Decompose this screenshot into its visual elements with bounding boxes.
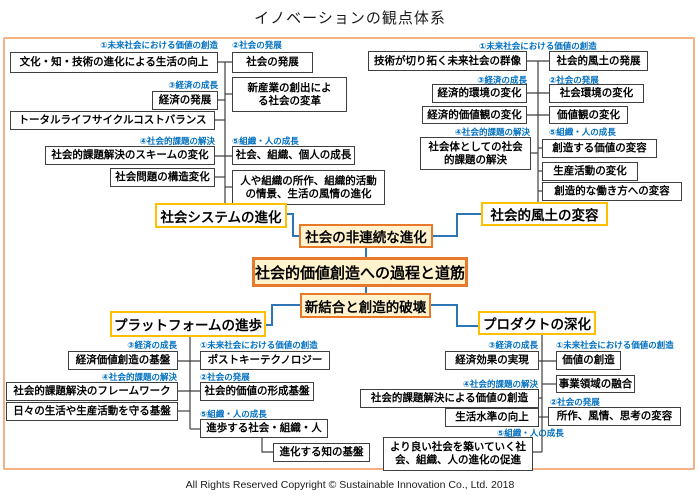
node-social-climate-transformation: 社会的風土の変容 <box>481 202 608 226</box>
box-daily-life-protection-base: 日々の生活や生産活動を守る基盤 <box>6 402 178 421</box>
box-production-activity-change: 生産活動の変化 <box>542 162 638 181</box>
node-value-creation-process-path: 社会的価値創造への過程と道筋 <box>252 257 468 287</box>
node-discontinuous-social-evolution: 社会の非連続な進化 <box>299 224 433 248</box>
box-economic-environment-change: 経済的環境の変化 <box>432 84 527 103</box>
category-tag-econ-growth: ③経済の成長 <box>488 340 538 350</box>
box-social-climate-development: 社会的風土の発展 <box>549 51 648 71</box>
box-future-society-by-tech: 技術が切り拓く未来社会の群像 <box>368 51 527 71</box>
box-economic-development: 経済の発展 <box>152 91 218 110</box>
category-tag-social-dev: ②社会の発展 <box>549 75 599 85</box>
box-created-value-transformation: 創造する価値の変容 <box>542 139 657 158</box>
node-product-deepening: プロダクトの深化 <box>478 311 596 335</box>
page-title: イノベーションの観点体系 <box>254 10 446 27</box>
box-better-society-evolution-promotion: より良い社会を築いていく社 会、組織、人の進化の促進 <box>383 437 533 471</box>
diagram-frame <box>3 37 695 470</box>
category-tag-social-issue: ④社会的課題の解決 <box>101 372 177 382</box>
box-value-via-social-issue-resolution: 社会的課題解決による価値の創造 <box>360 389 539 408</box>
category-tag-social-issue: ④社会的課題の解決 <box>462 379 538 389</box>
category-tag-social-dev: ②社会の発展 <box>200 372 250 382</box>
box-social-issue-resolution-as-society: 社会体としての社会 的課題の解決 <box>420 137 531 170</box>
box-total-lifecycle-cost-balance: トータルライフサイクルコストバランス <box>10 111 215 130</box>
category-tag-org-people: ⑤組織・人の成長 <box>549 127 616 137</box>
node-platform-progress: プラットフォームの進歩 <box>110 311 266 337</box>
box-social-value-formation-base: 社会的価値の形成基盤 <box>200 382 314 401</box>
box-social-issue-framework: 社会的課題解決のフレームワーク <box>6 382 178 401</box>
box-new-industry-transform: 新産業の創出によ る社会の変革 <box>232 77 347 112</box>
category-tag-econ-growth: ③経済の成長 <box>127 340 177 350</box>
category-tag-org-people: ⑤組織・人の成長 <box>232 136 299 146</box>
category-tag-social-dev: ②社会の発展 <box>550 397 600 407</box>
category-tag-future-value: ①未来社会における価値の創造 <box>556 340 674 350</box>
box-values-change: 価値観の変化 <box>549 106 628 124</box>
category-tag-future-value: ①未来社会における価値の創造 <box>200 340 318 350</box>
box-behavior-scenery-evolution: 人や組織の所作、組織的活動 の情景、生活の風情の進化 <box>232 170 385 205</box>
box-economic-value-creation-base: 経済価値創造の基盤 <box>68 351 178 370</box>
category-tag-social-issue: ④社会的課題の解決 <box>139 136 215 146</box>
box-society-org-individual-growth: 社会、組織、個人の成長 <box>232 146 355 165</box>
box-progressing-society-org-people: 進歩する社会・組織・人 <box>200 419 328 438</box>
box-creative-workstyle-transformation: 創造的な働き方への変容 <box>542 182 682 201</box>
box-business-domain-fusion: 事業領域の融合 <box>556 375 635 393</box>
category-tag-org-people: ⑤組織・人の成長 <box>497 428 564 438</box>
category-tag-social-issue: ④社会的課題の解決 <box>454 127 530 137</box>
box-social-issue-scheme-change: 社会的課題解決のスキームの変化 <box>45 146 215 165</box>
copyright-footer: All Rights Reserved Copyright © Sustaina… <box>185 479 515 491</box>
category-tag-future-value: ①未来社会における価値の創造 <box>479 41 597 51</box>
category-tag-org-people: ⑤組織・人の成長 <box>200 409 267 419</box>
box-social-environment-change: 社会環境の変化 <box>549 84 644 103</box>
box-behavior-thinking-transformation: 所作、風情、思考の変容 <box>548 407 681 426</box>
category-tag-econ-growth: ③経済の成長 <box>168 80 218 90</box>
box-evolving-knowledge-base: 進化する知の基盤 <box>273 443 370 462</box>
box-social-development: 社会の発展 <box>232 52 313 73</box>
box-value-creation: 価値の創造 <box>556 351 621 370</box>
box-economic-values-change: 経済的価値観の変化 <box>422 106 527 124</box>
box-living-standard-improvement: 生活水準の向上 <box>445 408 539 427</box>
box-economic-effect-realization: 経済効果の実現 <box>445 351 539 370</box>
node-new-combination-creative-destruction: 新結合と創造的破壊 <box>300 293 431 318</box>
box-social-problem-structure-change: 社会問題の構造変化 <box>110 168 215 187</box>
category-tag-econ-growth: ③経済の成長 <box>477 75 527 85</box>
category-tag-social-dev: ②社会の発展 <box>232 40 282 50</box>
box-post-key-technology: ポストキーテクノロジー <box>200 351 330 370</box>
box-culture-knowledge-tech-life: 文化・知・技術の進化による生活の向上 <box>10 52 218 73</box>
category-tag-future-value: ①未来社会における価値の創造 <box>100 40 218 50</box>
node-social-system-evolution: 社会システムの進化 <box>155 203 287 228</box>
